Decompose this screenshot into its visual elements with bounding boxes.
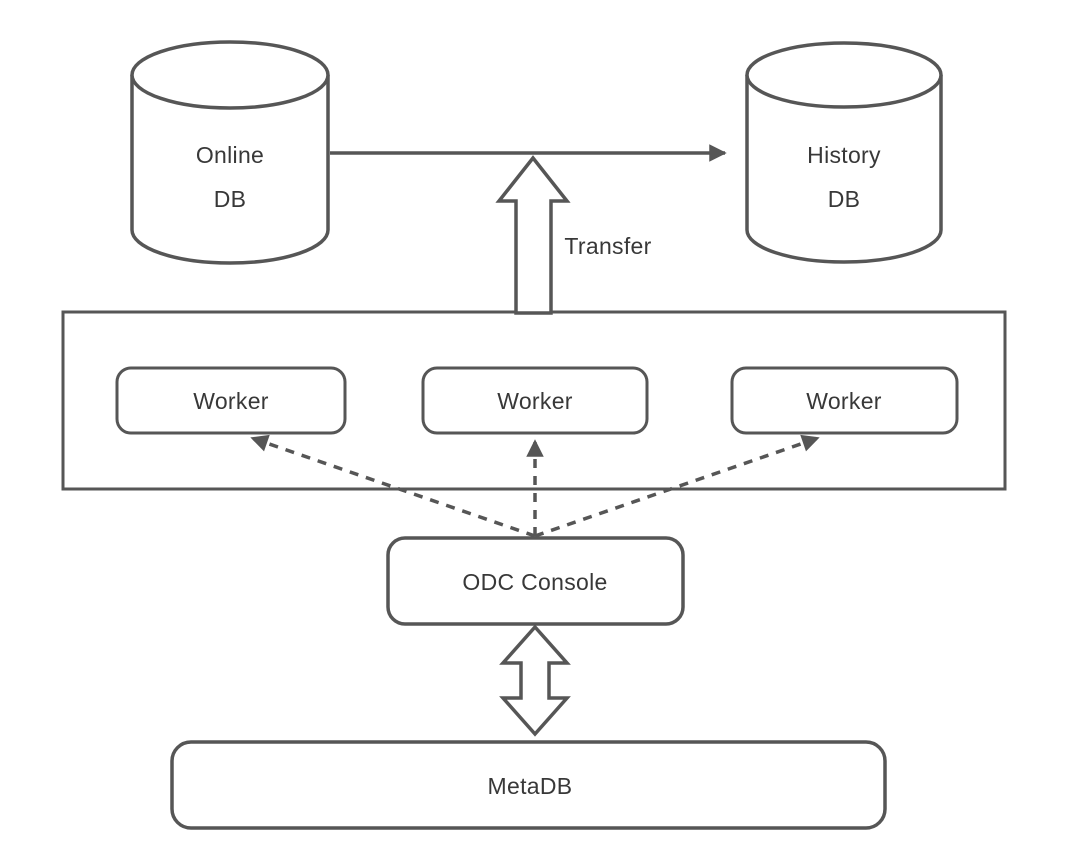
online-db-label-line2: DB [214, 186, 247, 212]
worker1-label: Worker [193, 388, 269, 414]
odc-console-node: ODC Console [386, 536, 685, 626]
worker3-box [730, 366, 959, 435]
online-db-cylinder-top [130, 40, 330, 110]
history-db-label-line2: DB [828, 186, 861, 212]
worker3-label: Worker [806, 388, 882, 414]
worker-node-3: Worker [730, 366, 959, 435]
worker1-box [115, 366, 347, 435]
odc-console-label: ODC Console [462, 569, 607, 595]
transfer-label: Transfer [564, 233, 651, 259]
history-db-cylinder-body [745, 75, 943, 264]
transfer-block-arrow [495, 155, 571, 315]
online-db-label-line1: Online [196, 142, 264, 168]
metadb-label: MetaDB [488, 773, 573, 799]
history-db-node: History DB [745, 41, 943, 264]
online-db-cylinder-body [130, 75, 330, 265]
history-db-label-line1: History [807, 142, 881, 168]
online-db-node: Online DB [130, 40, 330, 265]
worker2-box [421, 366, 649, 435]
odc-console-box [386, 536, 685, 626]
worker-node-1: Worker [115, 366, 347, 435]
history-db-cylinder-top [745, 41, 943, 109]
worker2-label: Worker [497, 388, 573, 414]
console-metadb-double-arrow [499, 624, 571, 737]
metadb-node: MetaDB [170, 740, 887, 830]
metadb-box [170, 740, 887, 830]
worker-node-2: Worker [421, 366, 649, 435]
